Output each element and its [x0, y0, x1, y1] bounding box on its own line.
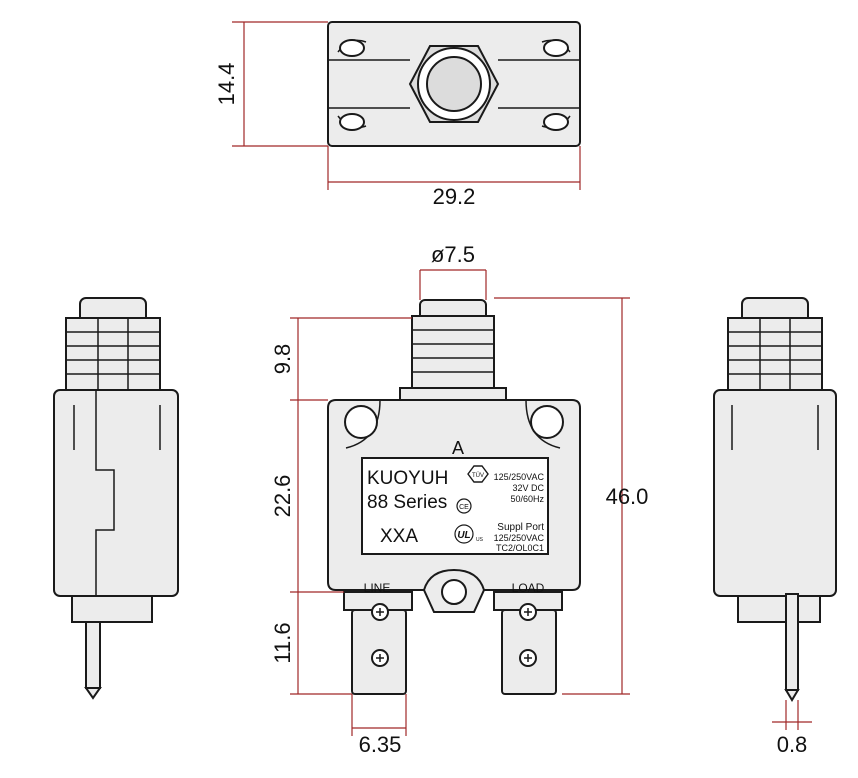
dim-button-diameter: ø7.5 — [431, 242, 475, 267]
us-mark: US — [476, 537, 484, 543]
dim-terminal-height: 11.6 — [270, 622, 295, 663]
dim-overall-height: 46.0 — [606, 484, 649, 509]
dim-terminal-width: 6.35 — [359, 732, 402, 757]
top-view — [327, 21, 581, 147]
terminal-load-label: LOAD — [512, 581, 545, 595]
dim-button-height: 9.8 — [270, 344, 295, 375]
terminal-line-label: LINE — [364, 581, 391, 595]
dim-top-height: 14.4 — [214, 63, 239, 106]
dim-body-height: 22.6 — [270, 475, 295, 518]
model-label: XXA — [380, 526, 418, 547]
right-side-view — [713, 297, 837, 702]
suppl-title: Suppl Port — [497, 522, 544, 533]
suppl-line-2: TC2/OL0C1 — [496, 543, 544, 553]
dim-top-width: 29.2 — [433, 184, 476, 209]
front-dimensions — [290, 269, 812, 736]
ce-mark: CE — [459, 504, 469, 511]
suppl-line-1: 125/250VAC — [494, 533, 545, 543]
tuv-mark: TÜV — [472, 472, 484, 479]
rating-label: A — [452, 438, 464, 458]
front-view — [327, 299, 581, 695]
series-label: 88 Series — [367, 492, 447, 513]
left-side-view — [53, 297, 179, 700]
spec-line-2: 32V DC — [512, 483, 544, 493]
spec-line-3: 50/60Hz — [510, 494, 544, 504]
ul-mark: UL — [457, 530, 470, 541]
dim-terminal-thickness: 0.8 — [777, 732, 808, 757]
spec-line-1: 125/250VAC — [494, 472, 545, 482]
top-dimensions — [232, 21, 581, 190]
brand-label: KUOYUH — [367, 468, 448, 489]
